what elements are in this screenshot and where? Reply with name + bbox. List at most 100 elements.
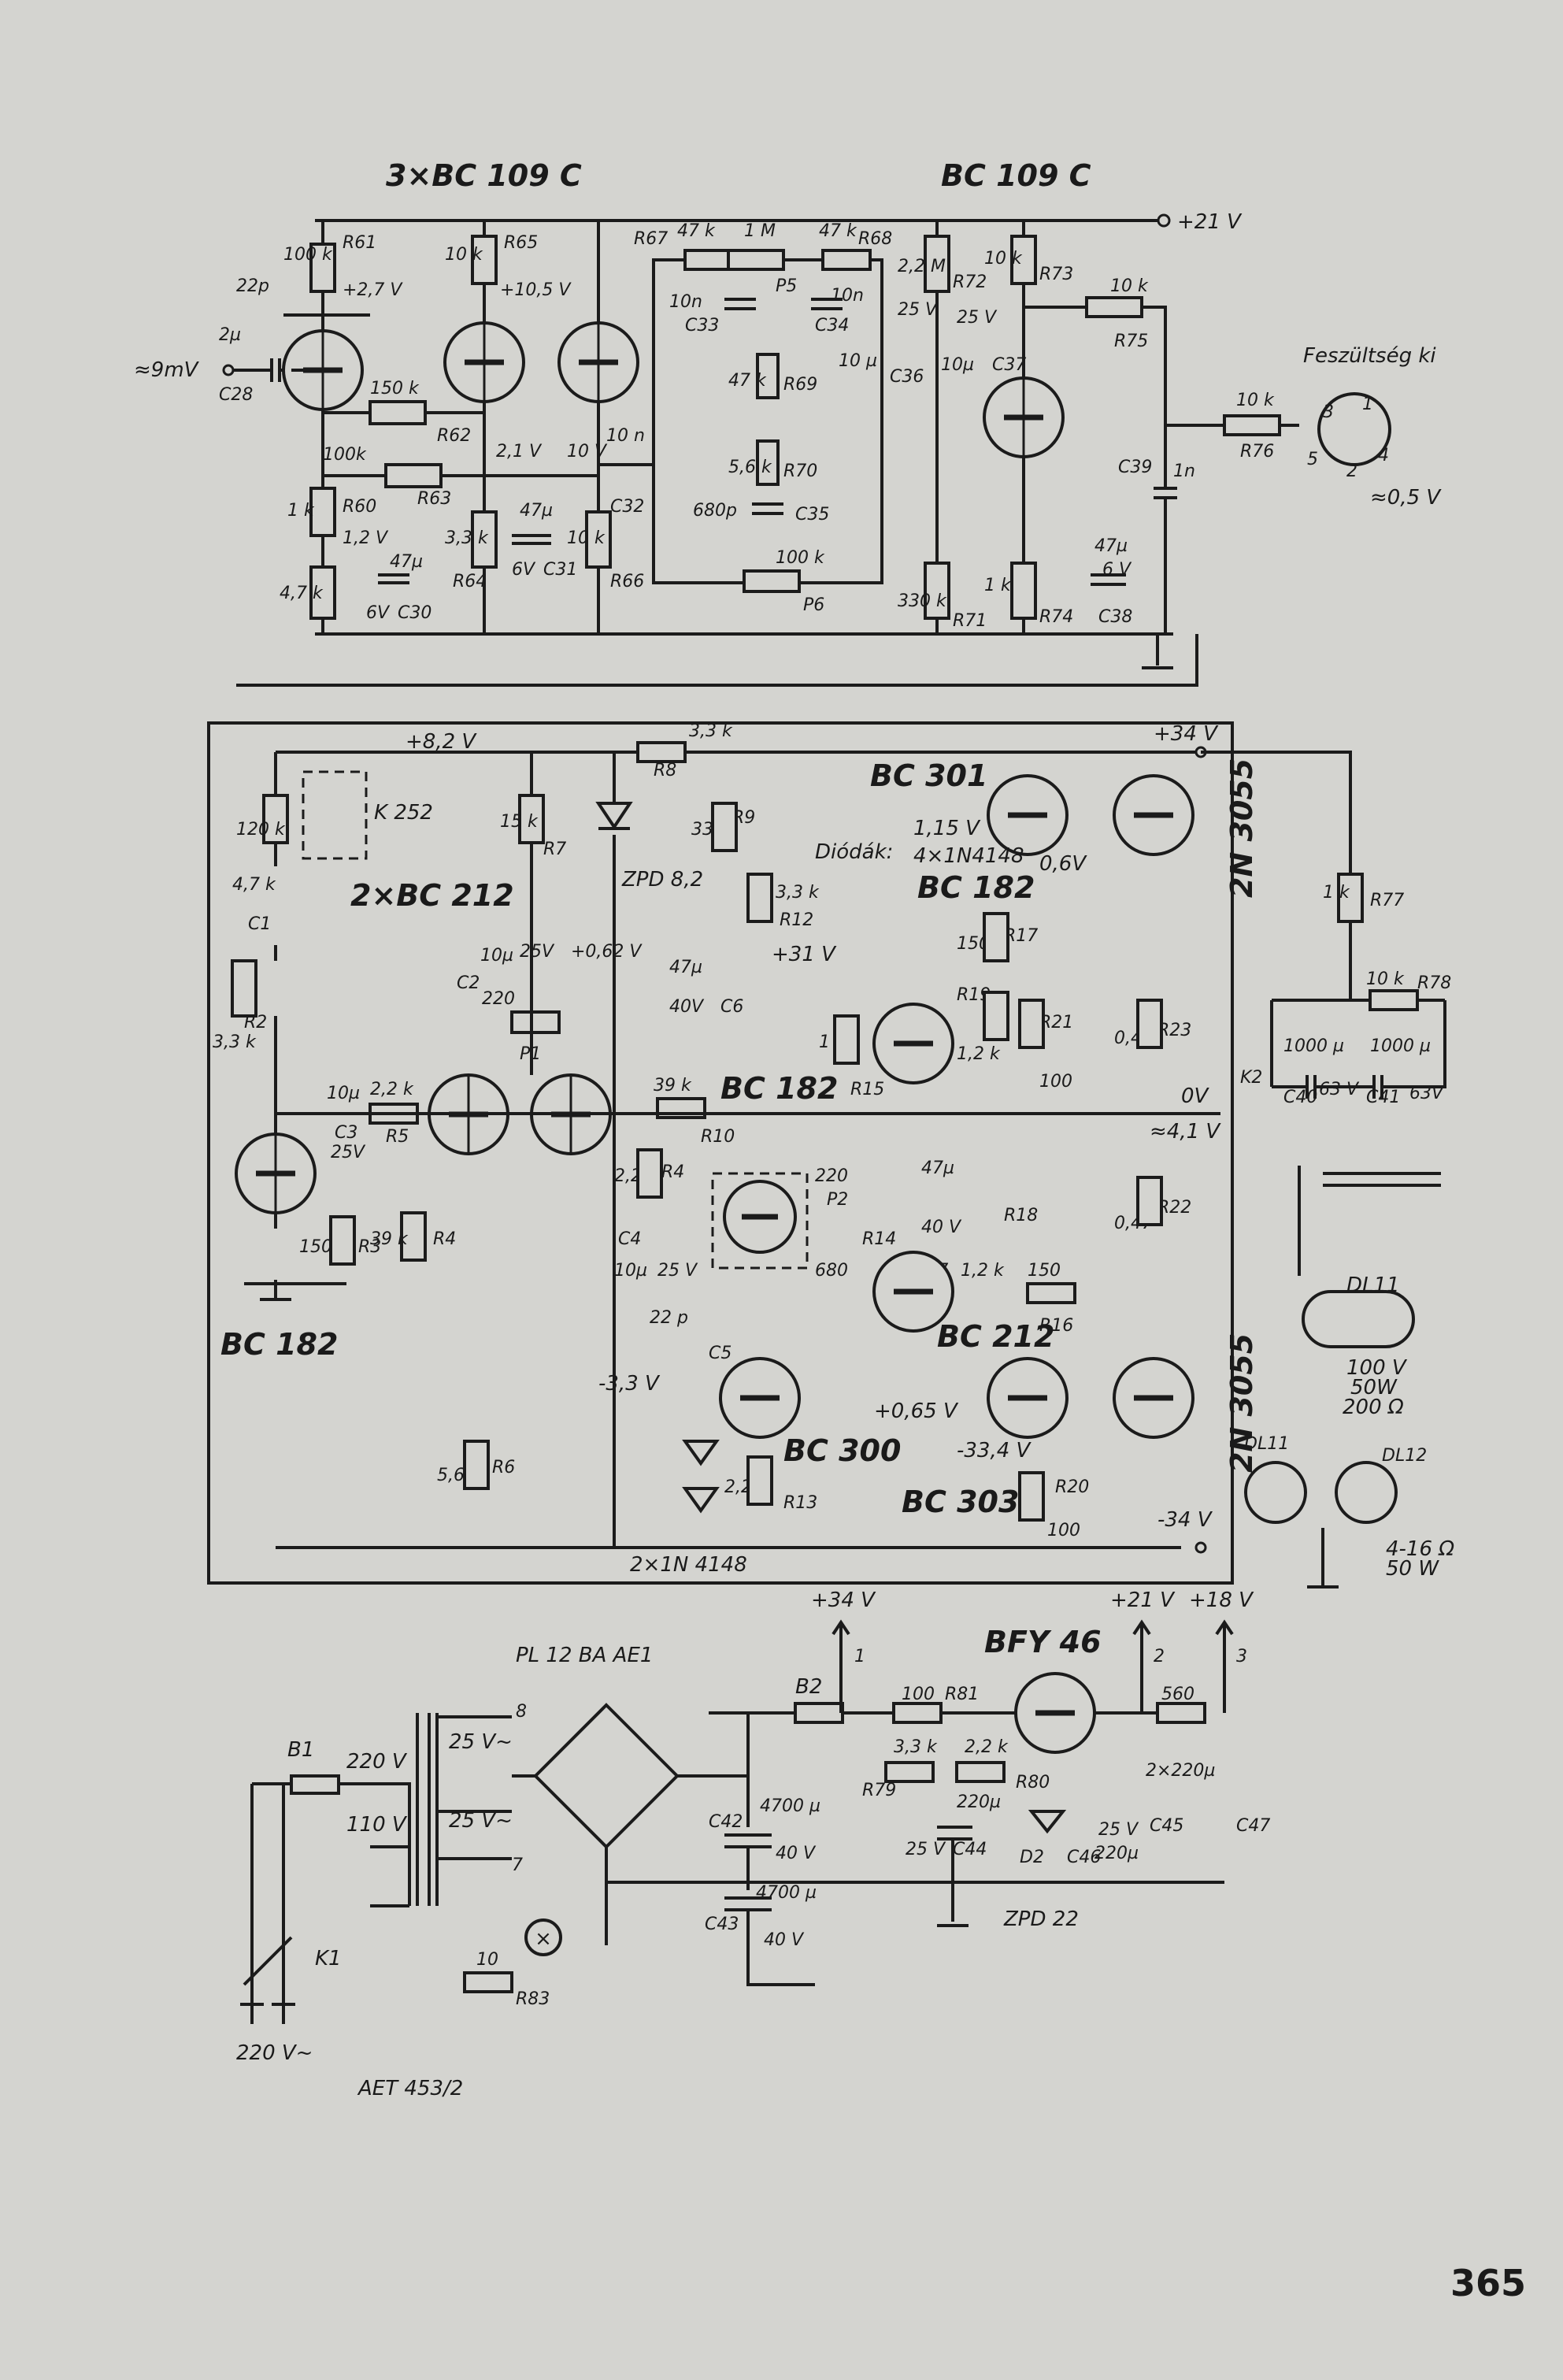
svg-text:10: 10 [476,1950,498,1970]
svg-text:R18: R18 [1004,1206,1038,1225]
svg-text:22p: 22p [236,276,269,296]
svg-text:120 k: 120 k [236,820,286,840]
thermistor-box [302,770,368,860]
svg-text:K2: K2 [1240,1068,1262,1088]
svg-text:2,2 k: 2,2 k [370,1080,414,1099]
svg-text:D2: D2 [1020,1848,1044,1867]
bottom-diodes-label: 2×1N 4148 [630,1553,747,1577]
svg-text:K1: K1 [315,1947,342,1970]
svg-text:47µ: 47µ [1094,536,1128,556]
svg-text:R63: R63 [417,489,451,509]
preamp-title-left: 3×BC 109 C [386,158,582,193]
svg-text:50W: 50W [1350,1376,1398,1399]
svg-text:+0,65 V: +0,65 V [874,1399,959,1423]
svg-text:25 V: 25 V [657,1261,698,1281]
svg-text:10 k: 10 k [1110,276,1149,296]
svg-text:3: 3 [1323,402,1334,422]
svg-text:C31: C31 [543,560,577,580]
svg-text:39 k: 39 k [654,1076,692,1095]
svg-text:-3,3 V: -3,3 V [598,1372,661,1396]
svg-text:C44: C44 [953,1840,987,1859]
svg-text:C30: C30 [398,603,431,623]
svg-text:3,3 k: 3,3 k [213,1032,257,1052]
svg-text:220µ: 220µ [1094,1844,1139,1863]
svg-text:6 V: 6 V [1102,560,1132,580]
svg-text:R65: R65 [504,233,538,253]
svg-text:+10,5 V: +10,5 V [500,280,572,300]
svg-text:R80: R80 [1016,1773,1050,1792]
svg-text:4,7 k: 4,7 k [232,875,276,895]
svg-text:C4: C4 [618,1229,641,1249]
svg-text:+18 V: +18 V [1189,1589,1254,1612]
svg-text:10 k: 10 k [1366,969,1405,989]
svg-text:C37: C37 [992,355,1026,375]
svg-text:R4: R4 [661,1162,684,1182]
svg-text:R22: R22 [1157,1198,1191,1218]
svg-text:R75: R75 [1114,332,1148,351]
svg-text:B1: B1 [287,1738,314,1762]
svg-text:4700 µ: 4700 µ [756,1883,817,1903]
svg-text:2N 3055: 2N 3055 [1224,1333,1259,1473]
svg-text:BC 182: BC 182 [220,1327,338,1362]
svg-text:8: 8 [516,1702,527,1722]
svg-text:C35: C35 [795,505,829,525]
svg-text:560: 560 [1161,1685,1194,1704]
svg-text:2µ: 2µ [219,325,241,345]
svg-text:R2: R2 [244,1013,267,1032]
svg-text:R69: R69 [783,375,817,395]
svg-text:R78: R78 [1417,973,1451,993]
svg-text:220 V: 220 V [346,1750,408,1774]
svg-text:C42: C42 [709,1812,743,1832]
svg-text:C34: C34 [815,316,849,335]
svg-text:2,2 k: 2,2 k [965,1737,1009,1757]
svg-text:R81: R81 [945,1685,979,1704]
svg-text:C36: C36 [890,367,924,387]
svg-text:10µ: 10µ [614,1261,647,1281]
svg-text:1n: 1n [1173,462,1195,481]
svg-text:R20: R20 [1055,1477,1089,1497]
svg-text:C39: C39 [1118,458,1152,477]
svg-text:C38: C38 [1098,607,1132,627]
svg-text:25V: 25V [520,942,555,962]
svg-text:4: 4 [1378,446,1389,465]
svg-text:R21: R21 [1039,1013,1073,1032]
svg-text:3,3 k: 3,3 k [445,528,489,548]
svg-text:R73: R73 [1039,265,1073,284]
svg-text:10n: 10n [669,292,702,312]
svg-text:47µ: 47µ [520,501,553,521]
speaker-dl12 [1335,1461,1398,1524]
regulator-label: BFY 46 [984,1625,1102,1659]
svg-text:×: × [535,1927,552,1951]
svg-text:10µ: 10µ [327,1084,360,1103]
diodes-label: Diódák: [815,840,893,864]
svg-text:25 V~: 25 V~ [449,1809,513,1833]
svg-text:47µ: 47µ [390,552,423,572]
svg-text:2N 3055: 2N 3055 [1224,758,1259,898]
thermistor-label: K 252 [374,801,433,825]
svg-text:C32: C32 [610,497,644,517]
svg-text:5,6 k: 5,6 k [728,458,772,477]
svg-text:25V: 25V [331,1143,366,1162]
psu-zener-label: ZPD 22 [1003,1907,1079,1931]
svg-text:BC 301: BC 301 [870,758,987,793]
svg-text:100: 100 [1039,1072,1072,1092]
svg-text:40 V: 40 V [921,1218,962,1237]
svg-text:100: 100 [902,1685,935,1704]
svg-text:R3: R3 [358,1237,381,1257]
svg-text:BC 182: BC 182 [720,1071,838,1106]
svg-text:C45: C45 [1150,1816,1183,1836]
svg-text:150 k: 150 k [370,379,420,399]
svg-text:25 V: 25 V [957,308,998,328]
svg-text:BC 212: BC 212 [937,1319,1054,1354]
svg-text:C43: C43 [705,1915,739,1934]
svg-text:40V: 40V [669,997,705,1017]
svg-text:100: 100 [1047,1521,1080,1540]
svg-text:R67: R67 [634,229,668,249]
zener-label: ZPD 8,2 [621,868,703,892]
svg-text:R23: R23 [1157,1021,1191,1040]
svg-text:39 k: 39 k [370,1229,409,1249]
svg-text:2: 2 [1346,462,1357,481]
svg-text:BC 300: BC 300 [783,1433,901,1468]
mains-label: 220 V~ [236,2041,313,2065]
svg-text:C46: C46 [1067,1848,1101,1867]
